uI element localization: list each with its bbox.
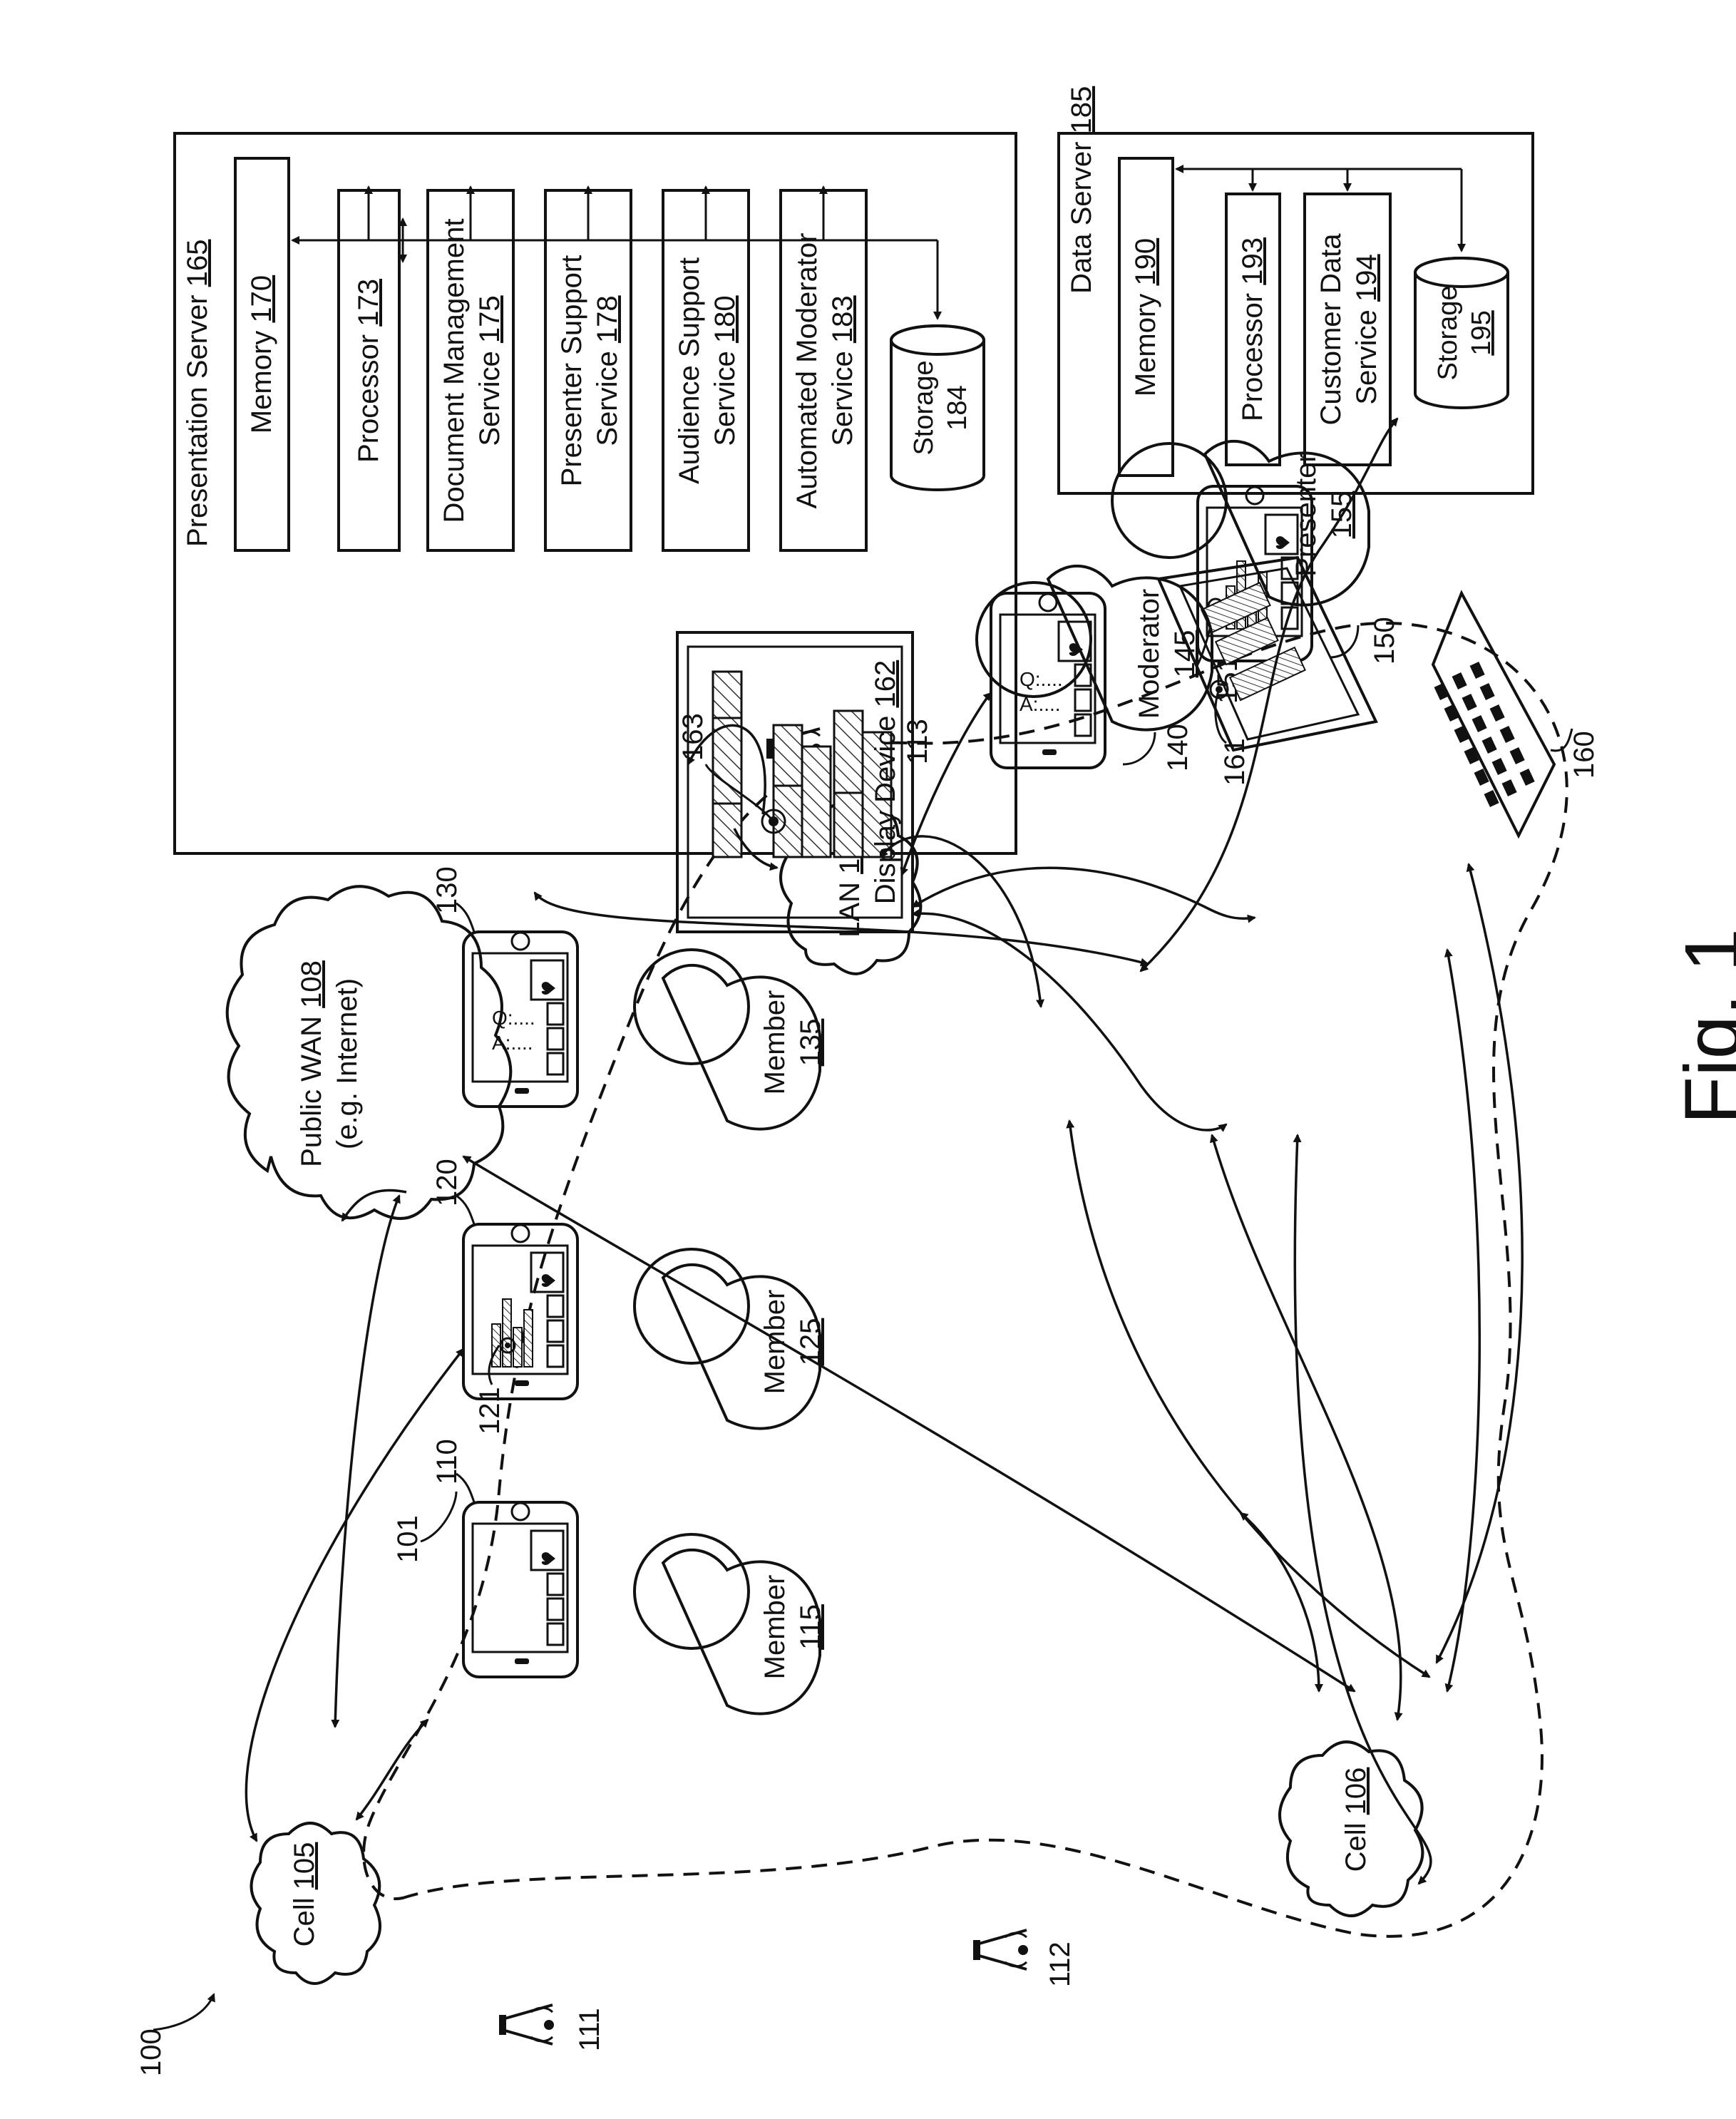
ps-audience-support-line1: Audience Support (674, 257, 705, 484)
ps-automated-moderator-line1: Automated Moderator (791, 233, 823, 509)
cell106-display-link (1212, 1135, 1401, 1720)
ps-presenter-support-line1: Presenter Support (556, 255, 587, 487)
phone-130: Q:.... A:.... 130 (431, 866, 577, 1107)
wan-data-server-link (1141, 419, 1397, 971)
member-115-label: Member (759, 1575, 791, 1680)
data-server-title: Data Server 185 (1066, 86, 1097, 294)
ps-processor-label: Processor 173 (353, 279, 384, 463)
lan-phone140-link (913, 913, 1226, 1130)
wan-cell106-link (463, 1156, 1355, 1691)
tower-112: 112 (973, 1930, 1076, 1987)
ds-customer-data-line2: Service 194 (1351, 254, 1382, 404)
laptop-keyboard (1434, 662, 1535, 807)
member-115-ref: 115 (795, 1604, 826, 1650)
presentation-server-title: Presentation Server 165 (182, 240, 213, 547)
cell-106-cloud: Cell 106 (1280, 1742, 1422, 1916)
member-125-label: Member (759, 1290, 791, 1395)
ds-storage-cylinder: Storage 195 (1415, 258, 1508, 408)
moderator-145-ref: 145 (1169, 630, 1201, 678)
system-ref: 100 (135, 2028, 167, 2076)
figure-caption: Fig. 1 (1669, 928, 1736, 1124)
lan-wan-link (880, 836, 1041, 1007)
ps-storage-label: Storage (909, 360, 939, 455)
region-101-callout: 101 (392, 1492, 456, 1563)
ps-audience-support-line2: Service 180 (709, 295, 741, 446)
person-member-115: Member 115 (635, 1534, 826, 1714)
network-connections (246, 419, 1522, 1884)
ps-memory-label: Memory 170 (246, 275, 277, 433)
presenter-155-label: Presenter (1290, 453, 1322, 576)
tower-111: 111 (499, 2005, 605, 2051)
ps-document-management-line1: Document Management (438, 219, 470, 523)
laptop-pointer-ref: 161 (1219, 738, 1250, 786)
tower-112-ref: 112 (1044, 1941, 1076, 1987)
phone-110-ref: 110 (431, 1439, 463, 1484)
phone-120-pointer-ref: 121 (474, 1387, 505, 1435)
ds-customer-data-line1: Customer Data (1315, 233, 1347, 426)
laptop-ref: 160 (1568, 731, 1600, 779)
ps-storage-cylinder: Storage 184 (891, 326, 984, 490)
member-135-label: Member (759, 990, 791, 1095)
ds-storage-ref: 195 (1467, 310, 1496, 355)
phone-120-ref: 120 (431, 1159, 463, 1206)
display-bar-chart (713, 672, 891, 857)
tower-111-ref: 111 (574, 2008, 605, 2051)
phone-150-ref: 150 (1369, 617, 1400, 665)
cell-105-cloud: Cell 105 (252, 1823, 381, 1984)
phone-130-q: Q:.... (492, 1007, 535, 1029)
ds-memory-label: Memory 190 (1130, 238, 1161, 396)
data-server: Data Server 185 Memory 190 Processor 193… (1059, 86, 1533, 493)
ps-bus-connectors (369, 187, 823, 240)
phone-120: 120 121 (431, 1159, 577, 1435)
phone-140-ref: 140 (1162, 724, 1193, 771)
wan-label-line1: Public WAN 108 (296, 960, 327, 1167)
system-ref-100: 100 (135, 1994, 214, 2076)
ds-storage-label: Storage (1433, 285, 1463, 380)
moderator-145-label: Moderator (1134, 589, 1165, 719)
display-device-label: Display Device 162 (870, 660, 901, 904)
phone-130-ref: 130 (431, 866, 463, 914)
ps-automated-moderator-line2: Service 183 (827, 295, 858, 446)
tower-113-ref: 113 (902, 719, 933, 764)
laptop-160: 161 160 (1159, 558, 1600, 836)
cell106-phone150-link (1447, 950, 1479, 1691)
ps-storage-ref: 184 (943, 385, 972, 430)
display-device-162: 163 Display Device 162 (677, 632, 913, 932)
ds-processor-label: Processor 193 (1237, 237, 1268, 421)
wan-label-line2: (e.g. Internet) (332, 978, 363, 1149)
person-member-135: Member 135 (635, 950, 826, 1129)
phone-130-a: A:.... (492, 1032, 533, 1054)
member-135-ref: 135 (795, 1019, 826, 1067)
cell106-phone130b-link (1241, 1513, 1319, 1691)
phone-140-q: Q:.... (1019, 668, 1063, 690)
person-member-125: Member 125 (635, 1249, 826, 1429)
cell-105-label: Cell 105 (289, 1842, 320, 1947)
region-101-ref: 101 (392, 1515, 423, 1563)
ps-presenter-support-line2: Service 178 (592, 295, 623, 446)
ps-document-management-line2: Service 175 (474, 295, 505, 446)
cell-106-label: Cell 106 (1340, 1767, 1372, 1872)
phone-110: 110 (431, 1439, 577, 1677)
